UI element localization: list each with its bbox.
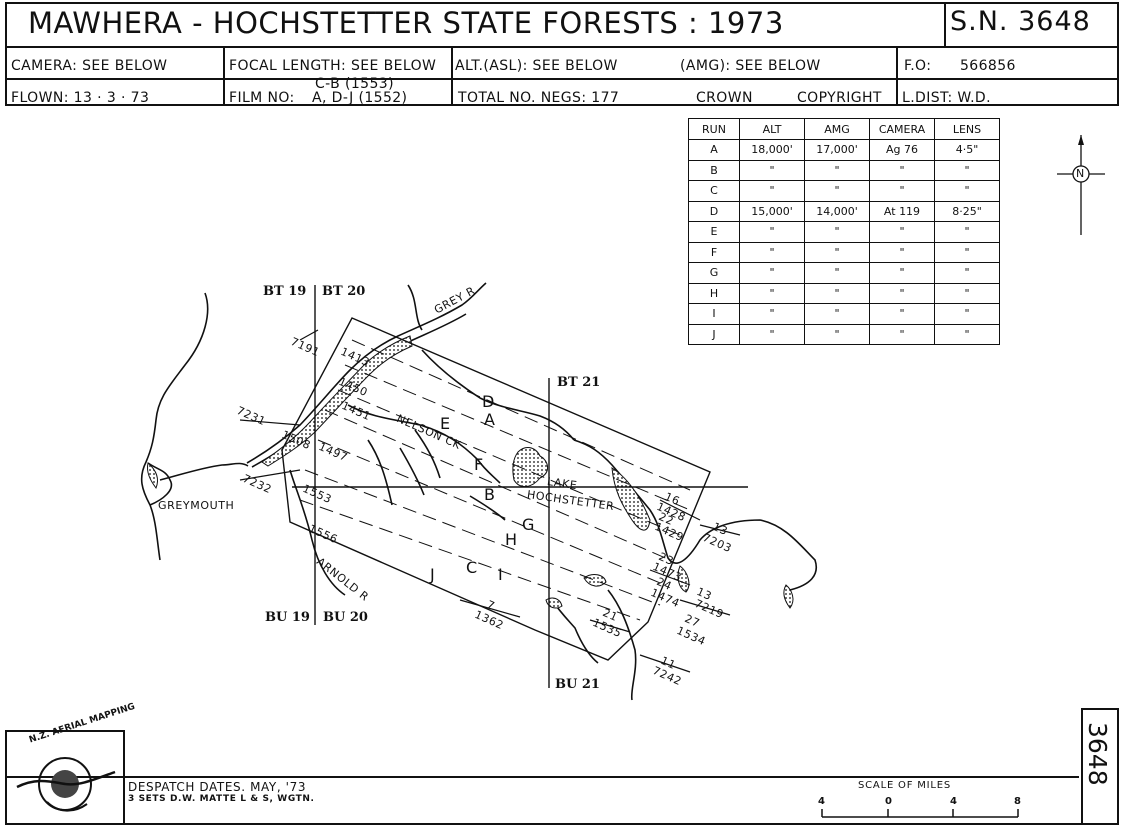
table-row: J"""" — [688, 323, 1000, 345]
run-letter: E — [440, 414, 451, 433]
footer-frame — [5, 776, 1079, 827]
footer-divider — [5, 823, 1081, 825]
run-letter: I — [498, 565, 503, 584]
header-divider — [223, 46, 225, 106]
film-no-bottom: A, D-J (1552) — [312, 90, 408, 106]
page-title: MAWHERA - HOCHSTETTER STATE FORESTS : 19… — [28, 6, 784, 40]
sheet-label: BT 19 — [263, 284, 307, 299]
table-cell: Ag 76 — [869, 139, 935, 161]
crown-text: CROWN — [696, 90, 753, 106]
coast-inlet — [147, 462, 173, 506]
header-divider — [944, 2, 946, 48]
run-letter: H — [505, 530, 518, 549]
table-cell: J — [688, 323, 740, 345]
camera-field: CAMERA: SEE BELOW — [11, 58, 168, 74]
sheet-label: BU 19 — [265, 610, 310, 625]
header-divider — [5, 46, 1119, 48]
north-arrow-icon — [1057, 135, 1105, 235]
header-frame — [5, 2, 1119, 106]
scale-tick: 0 — [885, 796, 892, 807]
north-label: N — [1076, 167, 1085, 180]
fo-value: 566856 — [960, 58, 1016, 74]
run-letter: G — [522, 515, 535, 534]
river-d — [421, 349, 575, 441]
sheet-number-vertical: 3648 — [1083, 722, 1112, 786]
scale-title: SCALE OF MILES — [858, 780, 952, 791]
sheet-label: BU 20 — [323, 610, 368, 625]
run-letter: C — [466, 558, 478, 577]
table-header-cell: CAMERA — [869, 118, 935, 140]
run-letter: A — [484, 410, 495, 429]
ldist-field: L.DIST: W.D. — [902, 90, 991, 106]
scale-bar — [821, 809, 1019, 818]
table-header-row: RUN ALT AMG CAMERA LENS — [688, 118, 1000, 140]
film-no-top: C-B (1553) — [315, 76, 394, 92]
table-row: B"""" — [688, 159, 1000, 181]
run-letter: B — [484, 485, 495, 504]
run-letter: J — [430, 565, 435, 584]
logo-frame — [5, 730, 125, 825]
place-label: GREYMOUTH — [158, 499, 235, 512]
coast-bay — [159, 462, 249, 481]
table-cell: 4·5" — [934, 139, 1000, 161]
scale-tick: 4 — [950, 796, 957, 807]
lake-east — [611, 467, 651, 531]
film-no-label: FILM NO: — [229, 90, 295, 106]
fo-label: F.O: — [904, 58, 932, 74]
coastline — [140, 292, 209, 561]
table-cell: " — [934, 323, 1000, 345]
lake-hochstetter — [512, 447, 548, 487]
table-row: C"""" — [688, 180, 1000, 202]
table-header-cell: AMG — [804, 118, 870, 140]
table-header-cell: RUN — [688, 118, 740, 140]
table-row: F"""" — [688, 241, 1000, 263]
despatch-dates: DESPATCH DATES. MAY, '73 — [128, 780, 307, 794]
sheet-number: S.N. 3648 — [950, 6, 1091, 37]
sheet-number-box — [1081, 708, 1119, 825]
coverage-outline — [281, 317, 711, 661]
sets-info: 3 SETS D.W. MATTE L & S, WGTN. — [128, 794, 315, 804]
scale-tick: 4 — [818, 796, 825, 807]
alt-asl-field: ALT.(ASL): SEE BELOW — [455, 58, 618, 74]
copyright-text: COPYRIGHT — [797, 90, 882, 106]
arnold-river — [289, 469, 346, 596]
table-cell: " — [934, 221, 1000, 243]
nz-aerial-mapping-logo-icon — [16, 757, 116, 812]
sheet-label: BT 21 — [557, 375, 601, 390]
amg-field: (AMG): SEE BELOW — [680, 58, 821, 74]
grey-river — [246, 282, 487, 464]
focal-length-field: FOCAL LENGTH: SEE BELOW — [229, 58, 437, 74]
header-divider — [896, 46, 898, 106]
table-cell: 15,000' — [739, 200, 805, 222]
run-letter: F — [474, 455, 484, 474]
header-divider — [451, 46, 453, 106]
header-divider — [5, 78, 1119, 80]
table-row: I"""" — [688, 303, 1000, 325]
run-letter: D — [482, 392, 495, 411]
scale-tick: 8 — [1014, 796, 1021, 807]
nelson-creek — [347, 404, 501, 484]
total-negs-field: TOTAL NO. NEGS: 177 — [458, 90, 620, 106]
flown-field: FLOWN: 13 · 3 · 73 — [11, 90, 150, 106]
sheet-label: BT 20 — [322, 284, 366, 299]
table-header-cell: LENS — [934, 118, 1000, 140]
sheet-label: BU 21 — [555, 677, 600, 692]
